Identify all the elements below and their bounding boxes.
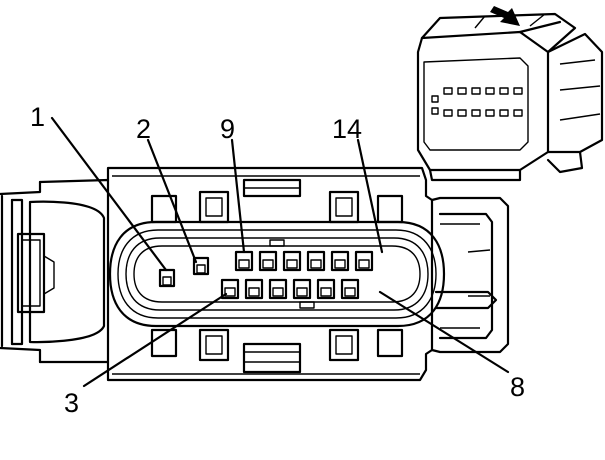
- pin-label-2: 2: [136, 114, 151, 144]
- top-key: [269, 239, 285, 247]
- pin-label-8: 8: [510, 372, 525, 402]
- leader-lines: [50, 116, 510, 388]
- top-locking-ribs: [150, 178, 404, 224]
- pin-cavities: [158, 250, 374, 300]
- pin-cavity-bottom-6: [340, 278, 360, 300]
- pin-row-bottom: [220, 278, 360, 300]
- arrow-down-right-icon: [490, 6, 520, 26]
- pin-label-9: 9: [220, 114, 235, 144]
- pin-cavity-2: [192, 256, 210, 276]
- pin-label-3: 3: [64, 388, 79, 418]
- pin-label-1: 1: [30, 102, 45, 132]
- pin-cavity-top-6: [354, 250, 374, 272]
- pin-cavity-bottom-3: [268, 278, 288, 300]
- pin-cavity-top-3: [282, 250, 302, 272]
- pin-cavity-bottom-5: [316, 278, 336, 300]
- connector-face: 1 2 9 14 3 8: [0, 102, 525, 418]
- inset-pin-slots: [431, 87, 523, 117]
- right-latch: [430, 196, 510, 354]
- pin-cavity-top-1: [234, 250, 254, 272]
- leader-line-8: [378, 290, 510, 374]
- pin-labels: 1 2 9 14 3 8: [30, 102, 525, 418]
- leader-line-1: [50, 116, 168, 272]
- pin-cavity-top-2: [258, 250, 278, 272]
- connector-housing-outline: [106, 166, 434, 382]
- leader-line-9: [230, 138, 246, 254]
- left-latch: [0, 178, 110, 364]
- connector-isometric-inset: [416, 6, 604, 182]
- bottom-key: [299, 301, 315, 309]
- pin-cavity-bottom-4: [292, 278, 312, 300]
- pin-cavity-1: [158, 268, 176, 288]
- leader-line-2: [146, 138, 198, 264]
- pin-cavity-top-5: [330, 250, 350, 272]
- leader-line-3: [82, 292, 228, 388]
- pin-cavity-bottom-2: [244, 278, 264, 300]
- pin-row-top: [234, 250, 374, 272]
- pin-label-14: 14: [332, 114, 362, 144]
- seal-rings: [108, 220, 446, 328]
- pin-cavity-top-4: [306, 250, 326, 272]
- pin-cavity-bottom-1: [220, 278, 240, 300]
- leader-line-14: [356, 138, 384, 254]
- bottom-locking-ribs: [150, 328, 404, 374]
